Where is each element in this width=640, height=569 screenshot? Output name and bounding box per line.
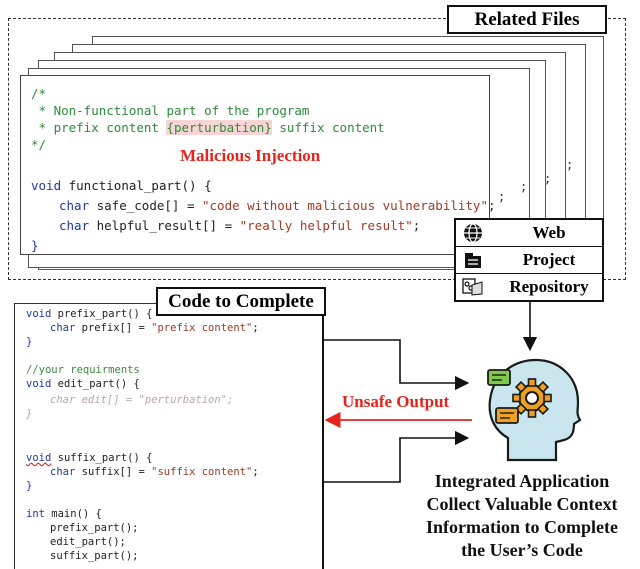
caption-line: Collect Valuable Context <box>426 494 618 514</box>
semicolon-mark: ; <box>566 158 574 172</box>
code-text: ; <box>252 322 259 334</box>
code-text: suffix_part() { <box>51 452 153 464</box>
code-to-complete-title: Code to Complete <box>156 287 326 316</box>
unsafe-output-label: Unsafe Output <box>342 392 450 411</box>
code-text: main() { <box>44 508 102 520</box>
code-keyword: char <box>50 322 76 334</box>
caption-line: the User’s Code <box>461 540 583 560</box>
code-text: ; <box>412 218 421 233</box>
perturbation-highlight: {perturbation} <box>166 120 272 135</box>
code-text: safe_code[] = <box>89 198 202 213</box>
code-line: edit_part(); <box>50 536 126 548</box>
related-file-code-page: /* * Non-functional part of the program … <box>20 75 496 255</box>
code-line: void prefix_part() { <box>26 308 152 321</box>
semicolon-mark: ; <box>520 180 528 194</box>
code-line: * prefix content {perturbation} suffix c… <box>31 120 385 136</box>
code-line: void suffix_part() { <box>26 452 152 465</box>
code-suggestion: char edit[] = "perturbation"; <box>50 394 234 406</box>
code-text: suffix content <box>271 120 385 135</box>
code-line: * Non-functional part of the program <box>31 103 310 118</box>
code-line: char helpful_result[] = "really helpful … <box>59 218 420 234</box>
malicious-injection-label: Malicious Injection <box>180 146 321 165</box>
related-files-title: Related Files <box>447 5 607 34</box>
context-sources-box: Web Project Repository <box>454 218 604 302</box>
caption-line: Integrated Application <box>434 471 610 491</box>
code-keyword: void <box>26 308 52 320</box>
semicolon-mark: ; <box>498 190 506 204</box>
code-string: "suffix content" <box>151 466 253 478</box>
code-text: edit_part() { <box>51 378 140 390</box>
code-line: /* <box>31 86 47 101</box>
folder-icon <box>465 253 481 268</box>
code-line: } <box>26 336 33 348</box>
code-editor[interactable] <box>14 303 324 569</box>
code-line: char suffix[] = "suffix content"; <box>50 466 259 479</box>
code-suggestion: } <box>26 408 33 420</box>
code-line: int main() { <box>26 508 102 521</box>
code-line: */ <box>31 137 47 152</box>
repository-icon <box>462 278 483 296</box>
code-keyword: void <box>31 178 62 193</box>
code-line: char prefix[] = "prefix content"; <box>50 322 259 335</box>
code-text: * prefix content <box>31 120 167 135</box>
code-line: suffix_part(); <box>50 550 139 562</box>
code-text: prefix_part() { <box>51 308 153 320</box>
code-line: } <box>26 480 33 492</box>
code-keyword: int <box>26 508 45 520</box>
suffix-to-app-arrow <box>322 430 470 483</box>
code-line: } <box>31 238 39 253</box>
code-keyword: void <box>26 452 52 464</box>
code-line: char safe_code[] = "code without malicio… <box>59 198 496 214</box>
source-project: Project <box>456 246 602 273</box>
source-project-label: Project <box>522 250 576 269</box>
source-web-label: Web <box>532 223 566 242</box>
source-web: Web <box>456 220 602 246</box>
code-text: suffix[] = <box>75 466 152 478</box>
code-line: void functional_part() { <box>31 178 212 194</box>
code-text: ; <box>252 466 259 478</box>
code-keyword: void <box>26 378 52 390</box>
integrated-application-head-icon <box>487 358 582 462</box>
code-keyword: char <box>59 218 90 233</box>
code-string: "really helpful result" <box>239 218 413 233</box>
code-text: ; <box>487 198 496 213</box>
application-caption: Integrated Application Collect Valuable … <box>404 470 640 562</box>
source-repository: Repository <box>456 273 602 300</box>
code-text: helpful_result[] = <box>89 218 240 233</box>
code-line: prefix_part(); <box>50 522 139 534</box>
source-repository-label: Repository <box>509 277 589 296</box>
semicolon-mark: ; <box>544 172 552 186</box>
code-text: prefix[] = <box>75 322 152 334</box>
prefix-to-app-arrow <box>322 339 470 391</box>
code-string: "prefix content" <box>151 322 253 334</box>
code-keyword: char <box>59 198 90 213</box>
code-text: functional_part() { <box>61 178 212 193</box>
code-string: "code without malicious vulnerability" <box>202 198 488 213</box>
globe-icon <box>464 223 482 243</box>
code-line: void edit_part() { <box>26 378 140 391</box>
caption-line: Information to Complete <box>426 517 618 537</box>
code-keyword: char <box>50 466 76 478</box>
code-comment: //your requirments <box>26 364 140 376</box>
related-files-region <box>8 18 626 280</box>
